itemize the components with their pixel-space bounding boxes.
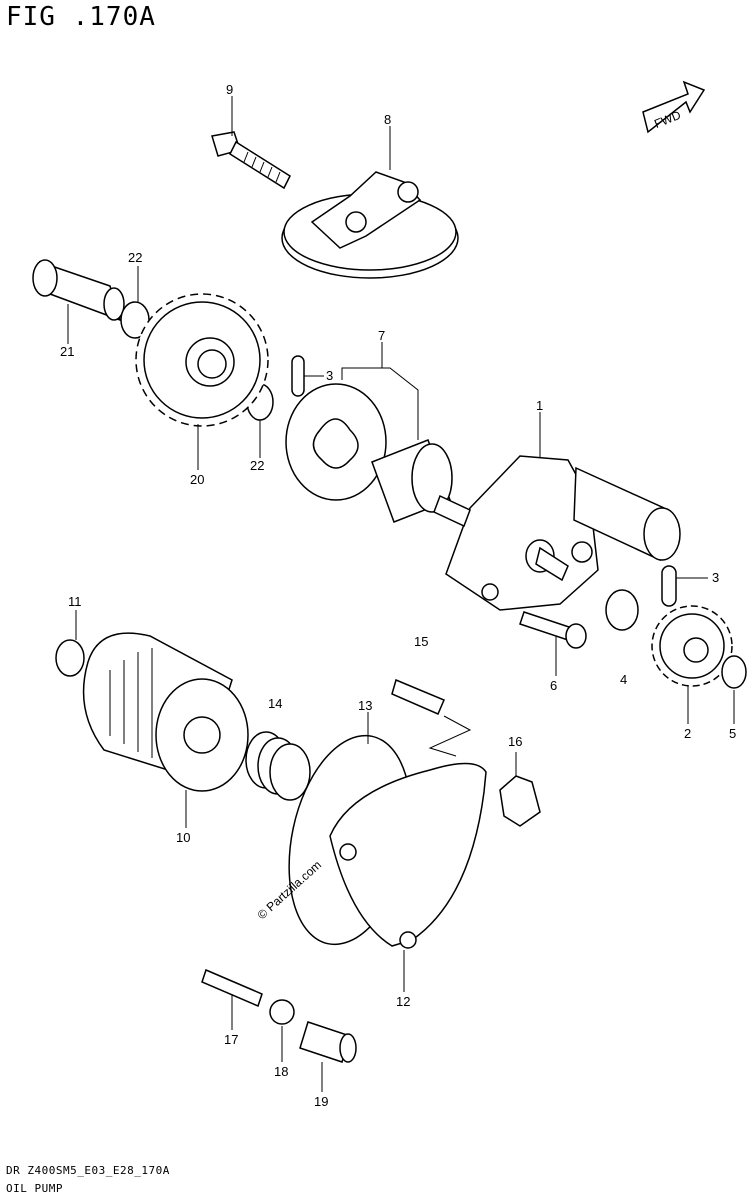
dowel-pin-part-3b[interactable] — [661, 565, 677, 607]
ball-part-18[interactable] — [269, 999, 295, 1025]
o-ring-part-11[interactable] — [55, 639, 85, 677]
callout-13: 13 — [358, 698, 372, 713]
callout-11: 11 — [68, 594, 82, 609]
callout-19: 19 — [314, 1094, 328, 1109]
oil-filter-part-10[interactable] — [82, 632, 249, 792]
callout-7: 7 — [378, 328, 385, 343]
callout-18: 18 — [274, 1064, 288, 1079]
pump-body-part-1[interactable] — [433, 455, 681, 611]
dowel-pin-part-3a[interactable] — [291, 355, 305, 397]
callout-10: 10 — [176, 830, 190, 845]
fwd-arrow-icon: FWD — [642, 80, 706, 134]
oil-pump-cap-part-8[interactable] — [281, 171, 459, 279]
filter-cover-part-12[interactable] — [329, 762, 487, 949]
callout-1: 1 — [536, 398, 543, 413]
callout-5: 5 — [729, 726, 736, 741]
callout-6: 6 — [550, 678, 557, 693]
callout-12: 12 — [396, 994, 410, 1009]
gear-part-2[interactable] — [651, 605, 733, 687]
plug-part-19[interactable] — [299, 1021, 357, 1063]
callout-3-upper: 3 — [326, 368, 333, 383]
callout-4: 4 — [620, 672, 627, 687]
relief-valve-part-15[interactable] — [391, 678, 445, 715]
callout-15: 15 — [414, 634, 428, 649]
spring-part-14[interactable] — [245, 731, 311, 801]
callout-22-upper: 22 — [128, 250, 142, 265]
cap-nut-part-16[interactable] — [499, 775, 541, 827]
washer-part-4[interactable] — [605, 589, 639, 631]
callout-8: 8 — [384, 112, 391, 127]
footer-name: OIL PUMP — [6, 1182, 63, 1195]
callout-21: 21 — [60, 344, 74, 359]
rotor-set-part-7[interactable] — [285, 383, 453, 523]
bolt-part-9[interactable] — [211, 131, 291, 190]
callout-16: 16 — [508, 734, 522, 749]
spring-part-17[interactable] — [201, 968, 263, 1008]
callout-14: 14 — [268, 696, 282, 711]
circlip-part-5[interactable] — [721, 655, 747, 689]
figure-title: FIG .170A — [6, 2, 156, 32]
callout-3-right: 3 — [712, 570, 719, 585]
callout-17: 17 — [224, 1032, 238, 1047]
callout-9: 9 — [226, 82, 233, 97]
gear-part-20[interactable] — [135, 293, 269, 427]
footer-code: DR Z400SM5_E03_E28_170A — [6, 1164, 170, 1177]
callout-20: 20 — [190, 472, 204, 487]
shaft-part-21[interactable] — [32, 259, 125, 322]
callout-22-lower: 22 — [250, 458, 264, 473]
callout-2: 2 — [684, 726, 691, 741]
screw-part-6[interactable] — [519, 611, 587, 649]
